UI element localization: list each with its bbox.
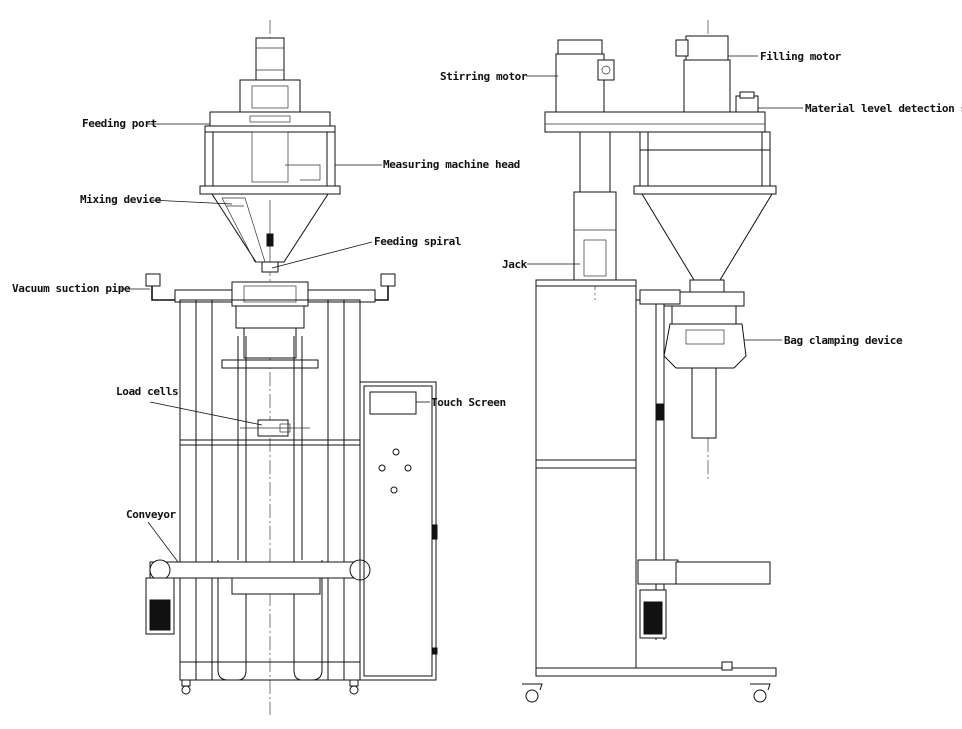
- label-conveyor: Conveyor: [126, 508, 177, 521]
- conveyor: [149, 561, 361, 579]
- leader-lines: [120, 55, 803, 563]
- top-motor-upper: [255, 37, 285, 81]
- feeding-port-block: [209, 111, 331, 127]
- label-measuring-machine-head: Measuring machine head: [383, 158, 520, 171]
- measuring-head: [204, 125, 336, 189]
- front-view: [145, 20, 438, 715]
- control-cabinet: [359, 381, 437, 681]
- side-base: [535, 667, 777, 677]
- touch-screen: [369, 391, 417, 415]
- side-frame: [535, 283, 637, 669]
- jack: [573, 191, 617, 285]
- stirring-motor: [557, 39, 603, 55]
- label-jack: Jack: [502, 258, 528, 271]
- label-vacuum-suction-pipe: Vacuum suction pipe: [12, 282, 131, 295]
- label-feeding-spiral: Feeding spiral: [374, 235, 461, 248]
- label-filling-motor: Filling motor: [760, 50, 842, 63]
- side-view: [522, 20, 777, 703]
- label-bag-clamping-device: Bag clamping device: [784, 334, 903, 347]
- label-touch-screen: Touch Screen: [431, 396, 506, 409]
- labels: Feeding port Measuring machine head Mixi…: [12, 50, 962, 521]
- label-stirring-motor: Stirring motor: [440, 70, 528, 83]
- label-load-cells: Load cells: [116, 385, 178, 398]
- side-hopper: [641, 193, 773, 281]
- label-mixing-device: Mixing device: [80, 193, 162, 206]
- head-flange: [199, 185, 341, 195]
- filling-motor: [685, 35, 729, 61]
- bag-clamp: [663, 323, 747, 369]
- crossbar: [544, 111, 766, 133]
- top-motor-body: [239, 79, 301, 113]
- label-material-level-detection-switch: Material level detection switch: [805, 102, 962, 115]
- label-feeding-port: Feeding port: [82, 117, 157, 130]
